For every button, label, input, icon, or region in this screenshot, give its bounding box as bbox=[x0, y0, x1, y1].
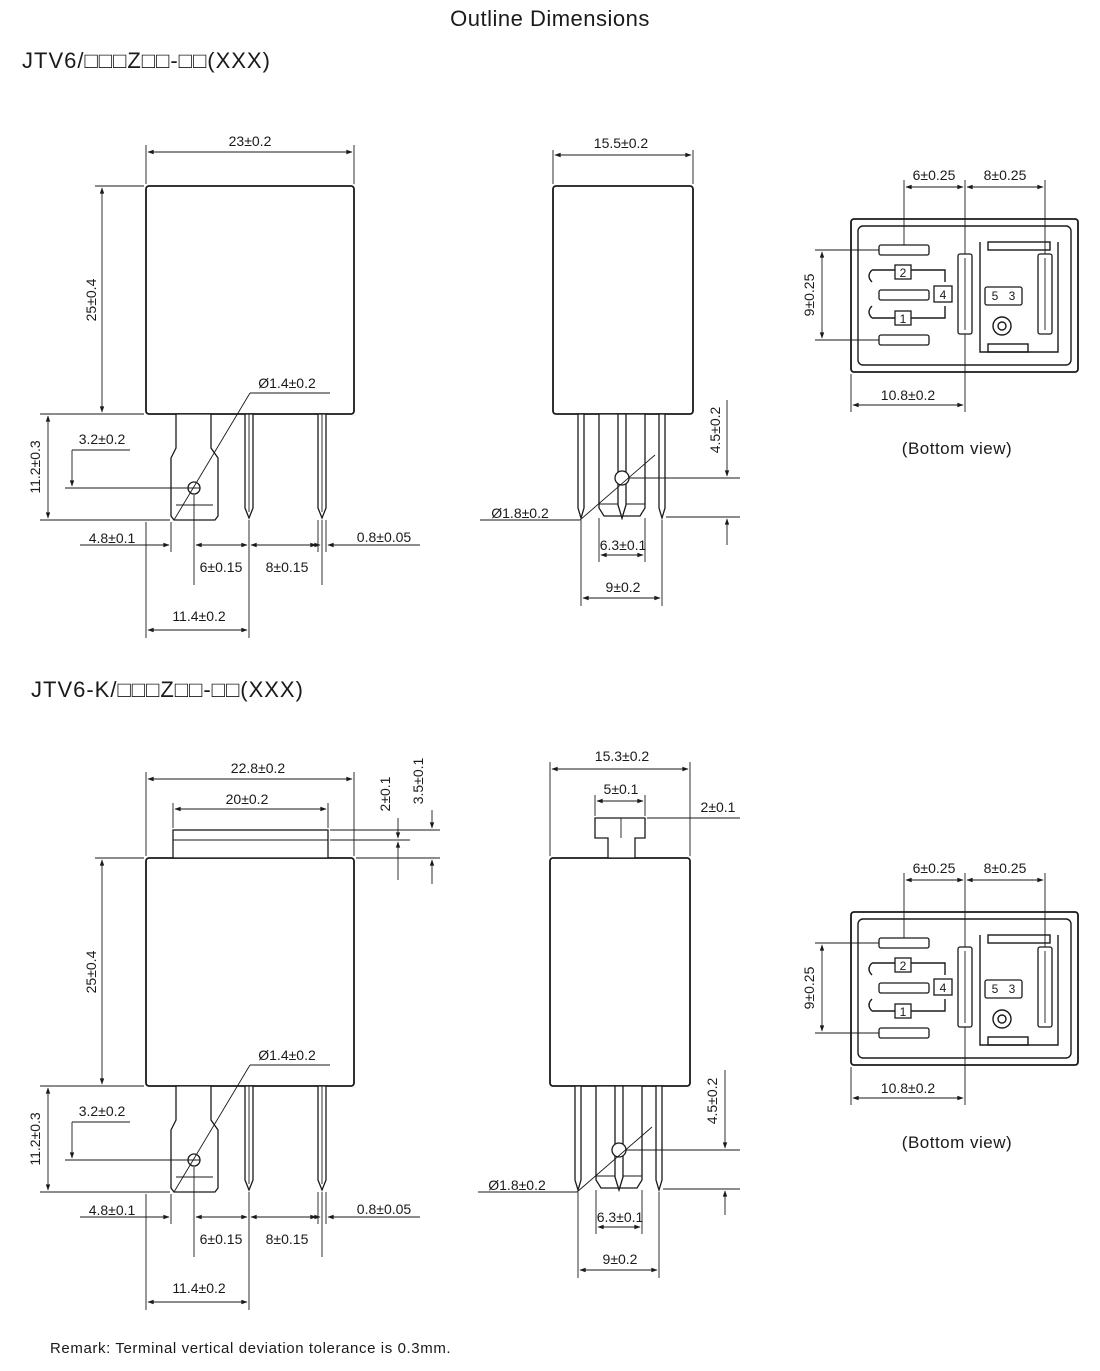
dim-width: 23±0.2 bbox=[229, 133, 272, 149]
side-dim-hole: Ø1.8±0.2 bbox=[491, 505, 549, 521]
pin-label-2: 2 bbox=[900, 266, 907, 280]
dim-pin-length: 11.2±0.3 bbox=[27, 440, 43, 494]
dim-tab-offset: 4.8±0.1 bbox=[89, 530, 136, 546]
dim-pin-thickness: 0.8±0.05 bbox=[357, 529, 412, 545]
front-view-2: 22.8±0.2 20±0.2 2±0.1 3.5±0.1 25±0.4 11.… bbox=[27, 757, 440, 1310]
side-dim-pin-span: 9±0.2 bbox=[606, 579, 641, 595]
bottom-dim-pitch-a: 6±0.25 bbox=[913, 167, 956, 183]
side-dim-bracket-width: 5±0.1 bbox=[604, 781, 639, 797]
bottom-dim-pitch-b: 8±0.25 bbox=[984, 167, 1027, 183]
dim-pin-length-2: 11.2±0.3 bbox=[27, 1112, 43, 1166]
side-dim-tab-width: 6.3±0.1 bbox=[600, 537, 647, 553]
dim-bracket-width: 20±0.2 bbox=[226, 791, 269, 807]
dim-width-2: 22.8±0.2 bbox=[231, 760, 286, 776]
dim-height-2: 25±0.4 bbox=[83, 950, 99, 993]
dim-bracket-height: 3.5±0.1 bbox=[410, 757, 426, 804]
bottom-view-caption-2: (Bottom view) bbox=[902, 1133, 1012, 1152]
dim-hole-diameter: Ø1.4±0.2 bbox=[258, 375, 316, 391]
side-view-2: 15.3±0.2 5±0.1 2±0.1 4.5±0.2 Ø1.8±0.2 6.… bbox=[478, 748, 740, 1278]
bottom-dim-offset: 10.8±0.2 bbox=[881, 387, 936, 403]
dim-pin-pitch-a-2: 6±0.15 bbox=[200, 1231, 243, 1247]
side-dim-pin-tip: 4.5±0.2 bbox=[707, 406, 723, 453]
bottom-view-2: 2 4 1 3 5 6±0.25 8±0.25 9±0.25 10.8±0.2 … bbox=[801, 860, 1079, 1152]
dim-hole-diameter-2: Ø1.4±0.2 bbox=[258, 1047, 316, 1063]
front-view-1: 23±0.2 25±0.4 11.2±0.3 3.2±0.2 Ø1.4±0.2 … bbox=[27, 133, 420, 638]
side-dim-hole-2: Ø1.8±0.2 bbox=[488, 1177, 546, 1193]
bottom-view-1: 2 4 1 3 5 6±0.25 8±0.25 9±0.25 10.8±0.2 … bbox=[801, 167, 1079, 458]
bottom-view-caption: (Bottom view) bbox=[902, 439, 1012, 458]
page-title: Outline Dimensions bbox=[450, 6, 650, 31]
dim-tab-offset-2: 4.8±0.1 bbox=[89, 1202, 136, 1218]
pin-label-1-b: 1 bbox=[900, 1005, 907, 1019]
dim-tab-width: 3.2±0.2 bbox=[79, 431, 126, 447]
side-view-1: 15.5±0.2 4.5±0.2 Ø1.8±0.2 6.3±0.1 9±0.2 bbox=[480, 135, 740, 606]
side-dim-width-2: 15.3±0.2 bbox=[595, 748, 650, 764]
dim-pin-pitch-b-2: 8±0.15 bbox=[266, 1231, 309, 1247]
dim-height: 25±0.4 bbox=[83, 278, 99, 321]
pin-label-5-b: 5 bbox=[992, 982, 999, 996]
dim-pin-thickness-2: 0.8±0.05 bbox=[357, 1201, 412, 1217]
side-dim-tab-width-2: 6.3±0.1 bbox=[597, 1209, 644, 1225]
pin-label-3-b: 3 bbox=[1009, 982, 1016, 996]
bottom-dim-pitch-v-2: 9±0.25 bbox=[801, 966, 817, 1009]
model-code-bracket: JTV6-K/□□□Z□□-□□(XXX) bbox=[31, 677, 304, 702]
dim-bracket-thickness: 2±0.1 bbox=[377, 776, 393, 811]
pin-label-4-b: 4 bbox=[940, 981, 947, 995]
pin-label-3: 3 bbox=[1009, 289, 1016, 303]
side-dim-bracket-t: 2±0.1 bbox=[701, 799, 736, 815]
side-dim-pin-tip-2: 4.5±0.2 bbox=[704, 1077, 720, 1124]
pin-label-1: 1 bbox=[900, 312, 907, 326]
bottom-dim-offset-2: 10.8±0.2 bbox=[881, 1080, 936, 1096]
bottom-dim-pitch-v: 9±0.25 bbox=[801, 273, 817, 316]
pin-label-2-b: 2 bbox=[900, 959, 907, 973]
side-dim-width: 15.5±0.2 bbox=[594, 135, 649, 151]
dim-pin-pitch-a: 6±0.15 bbox=[200, 559, 243, 575]
dim-pin-span-2: 11.4±0.2 bbox=[172, 1280, 226, 1296]
dim-pin-pitch-b: 8±0.15 bbox=[266, 559, 309, 575]
pin-label-4: 4 bbox=[940, 288, 947, 302]
bottom-dim-pitch-b-2: 8±0.25 bbox=[984, 860, 1027, 876]
pin-label-5: 5 bbox=[992, 289, 999, 303]
model-code-standard: JTV6/□□□Z□□-□□(XXX) bbox=[22, 48, 271, 73]
dim-tab-width-2: 3.2±0.2 bbox=[79, 1103, 126, 1119]
remark-note: Remark: Terminal vertical deviation tole… bbox=[50, 1340, 452, 1357]
side-dim-pin-span-2: 9±0.2 bbox=[603, 1251, 638, 1267]
dim-pin-span: 11.4±0.2 bbox=[172, 608, 226, 624]
bottom-dim-pitch-a-2: 6±0.25 bbox=[913, 860, 956, 876]
